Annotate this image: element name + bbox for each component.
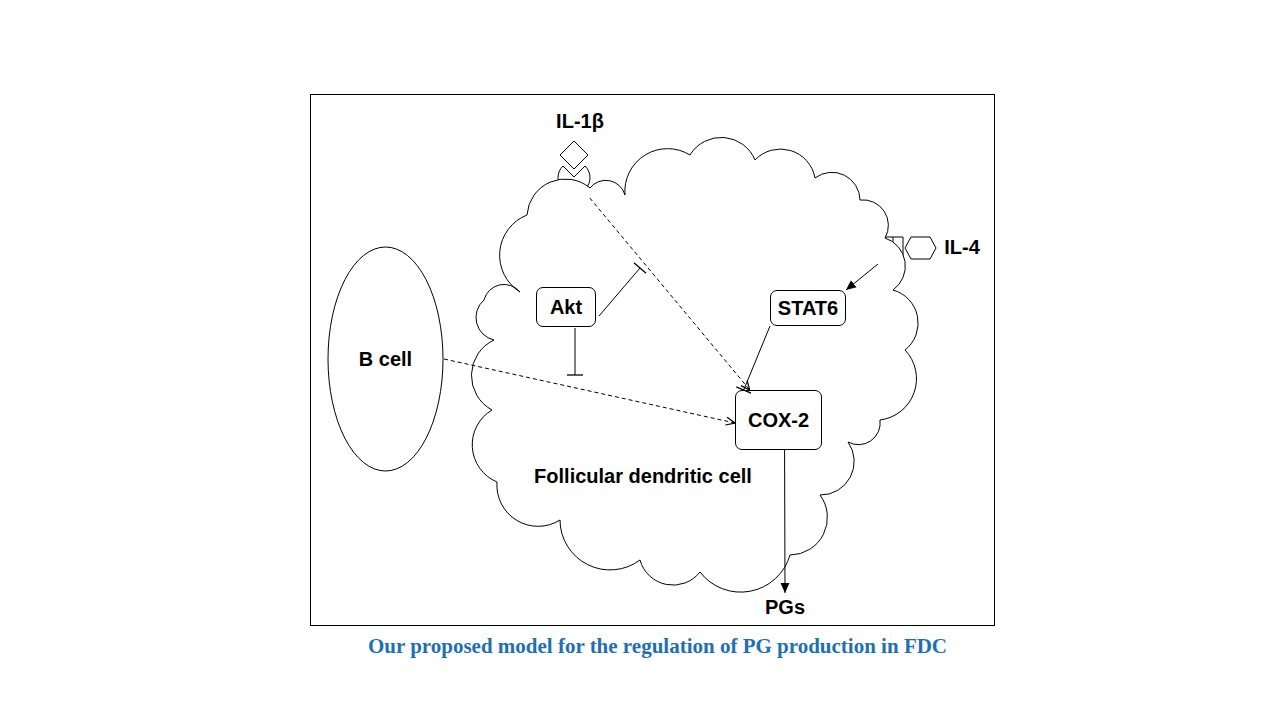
- figure-caption: Our proposed model for the regulation of…: [300, 634, 1015, 659]
- node-label: B cell: [359, 348, 412, 371]
- node-label: STAT6: [778, 297, 838, 320]
- cell-ellipse: B cell: [327, 246, 444, 472]
- node-label: Follicular dendritic cell: [503, 465, 783, 488]
- figure-frame: [311, 95, 995, 626]
- cell-cloud: Follicular dendritic cell Akt STAT6COX-2: [478, 140, 910, 577]
- node-outline: [478, 140, 910, 577]
- inhibition-line: [575, 328, 576, 375]
- product-label: PGs: [760, 593, 810, 621]
- node-label: Akt: [550, 296, 582, 319]
- node-label: IL-4: [938, 236, 986, 259]
- ligand-symbol: [905, 237, 936, 259]
- inhibition-edge: [744, 326, 770, 390]
- induction-arrow: [444, 359, 735, 423]
- cell-membrane: [471, 137, 918, 592]
- protein-box: STAT6: [770, 290, 846, 326]
- node-label: PGs: [765, 596, 805, 619]
- induction-arrow: [590, 198, 750, 390]
- inhibition-line: [599, 268, 640, 316]
- node-label: COX-2: [748, 409, 809, 432]
- protein-box: COX-2: [735, 390, 822, 450]
- node-label: IL-1β: [545, 110, 615, 133]
- activation-arrow: [846, 264, 878, 290]
- cell-outline: [328, 247, 443, 471]
- ligand-symbol: [560, 141, 588, 169]
- production-arrow: [784, 450, 785, 593]
- edge-group: [444, 198, 878, 593]
- protein-box: Akt: [536, 287, 596, 327]
